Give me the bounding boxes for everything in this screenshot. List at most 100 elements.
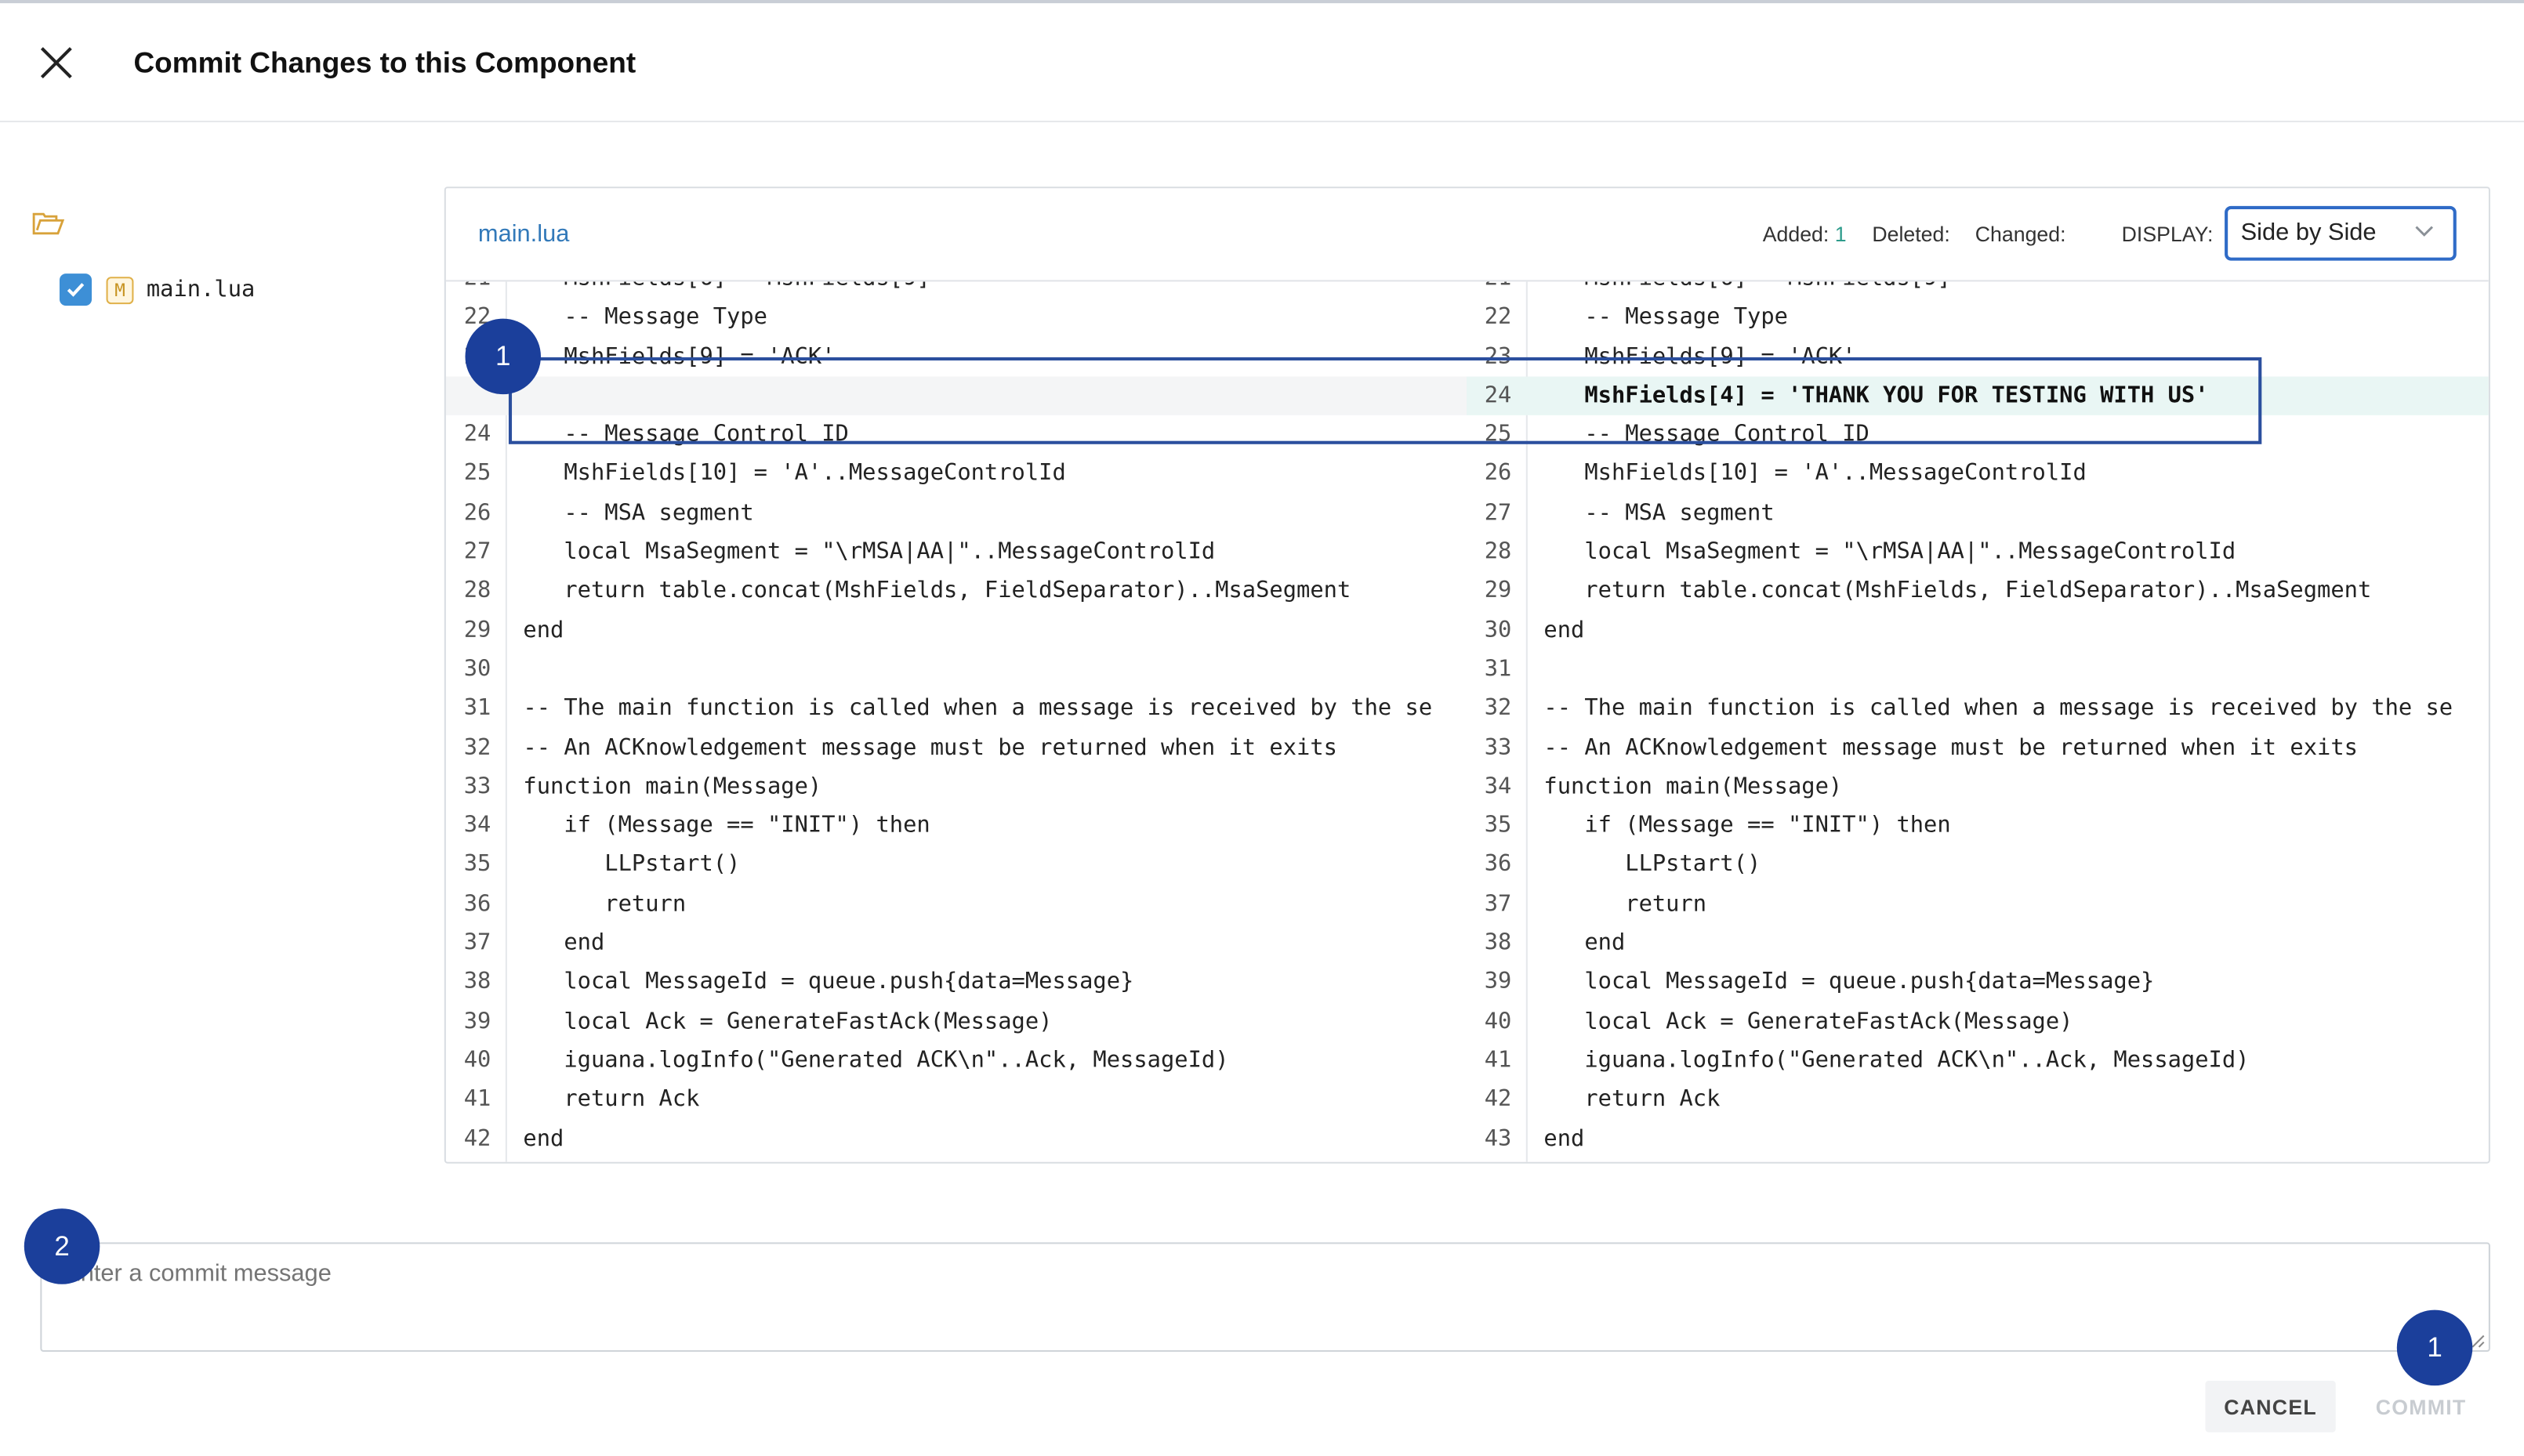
file-checkbox[interactable] [59, 273, 92, 306]
line-number: 26 [463, 500, 491, 527]
code-text: function main(Message) [523, 773, 822, 800]
line-number: 34 [463, 813, 491, 839]
dialog-header: Commit Changes to this Component [0, 3, 2524, 123]
code-line: 42 return Ack [1467, 1080, 2489, 1119]
code-text: local MessageId = queue.push{data=Messag… [523, 969, 1134, 995]
code-line [445, 376, 1468, 416]
code-text: return table.concat(MshFields, FieldSepa… [1543, 578, 2372, 604]
code-line: 24 -- Message Control ID [446, 415, 1468, 455]
line-number: 41 [463, 1086, 491, 1113]
step-marker: 1 [2396, 1309, 2473, 1386]
line-gutter [1467, 281, 1528, 1162]
code-line: 41 return Ack [446, 1080, 1468, 1119]
code-text: -- The main function is called when a me… [1543, 695, 2453, 722]
page-title: Commit Changes to this Component [133, 46, 636, 79]
added-stat: Added: 1 [1763, 222, 1847, 246]
code-text: local Ack = GenerateFastAck(Message) [523, 1008, 1053, 1034]
diff-pane-original: 21 MshFields[6] = MshFields[9]22 -- Mess… [445, 281, 1468, 1162]
deleted-label: Deleted: [1872, 222, 1950, 247]
display-label: DISPLAY: [2121, 222, 2214, 247]
code-line: 25 -- Message Control ID [1467, 415, 2489, 455]
diff-pane-modified: 21 MshFields[6] = MshFields[9]22 -- Mess… [1466, 281, 2489, 1162]
code-text: -- MSA segment [1543, 500, 1775, 527]
commit-button[interactable]: COMMIT [2375, 1394, 2467, 1419]
display-mode-select[interactable]: Side by Side [2225, 205, 2457, 261]
code-text: if (Message == "INIT") then [1543, 813, 1951, 839]
line-number: 27 [463, 539, 491, 565]
code-line: 34 if (Message == "INIT") then [446, 806, 1468, 846]
code-line: 31 [1467, 650, 2489, 690]
line-number: 39 [463, 1008, 491, 1034]
line-number: 24 [463, 422, 491, 448]
code-line: 30 [446, 650, 1468, 690]
resize-handle-icon[interactable] [2469, 1332, 2486, 1349]
code-text: local Ack = GenerateFastAck(Message) [1543, 1008, 2073, 1034]
code-line: 26 MshFields[10] = 'A'..MessageControlId [1467, 455, 2489, 494]
line-number: 37 [463, 930, 491, 956]
code-text: local MsaSegment = "\rMSA|AA|"..MessageC… [1543, 539, 2236, 565]
code-text: local MessageId = queue.push{data=Messag… [1543, 969, 2155, 995]
code-text: end [523, 617, 564, 643]
line-number: 38 [1484, 930, 1512, 956]
step-marker: 1 [465, 318, 542, 395]
line-number: 22 [1484, 304, 1512, 331]
code-line: 28 return table.concat(MshFields, FieldS… [446, 572, 1468, 611]
top-border [0, 0, 2524, 4]
line-number: 38 [463, 969, 491, 995]
display-mode-value: Side by Side [2240, 219, 2377, 247]
code-text: -- The main function is called when a me… [523, 695, 1433, 722]
code-text: return [1543, 891, 1707, 918]
file-name: main.lua [146, 277, 256, 303]
line-number: 29 [463, 617, 491, 643]
file-tree-item[interactable]: M main.lua [59, 272, 256, 307]
folder-open-icon[interactable] [32, 211, 65, 237]
close-button[interactable] [32, 38, 81, 87]
code-text: local MsaSegment = "\rMSA|AA|"..MessageC… [523, 539, 1216, 565]
line-number: 35 [463, 852, 491, 878]
code-text: -- Message Type [1543, 304, 1788, 331]
chevron-down-icon [2415, 226, 2434, 237]
code-text: LLPstart() [1543, 852, 1761, 878]
cancel-button[interactable]: CANCEL [2205, 1380, 2336, 1432]
code-line: 33 function main(Message) [446, 767, 1468, 806]
line-number: 41 [1484, 1047, 1512, 1074]
code-line: 35 LLPstart() [446, 846, 1468, 885]
code-text: iguana.logInfo("Generated ACK\n"..Ack, M… [1543, 1047, 2250, 1074]
line-number: 42 [1484, 1086, 1512, 1113]
commit-message-input[interactable] [40, 1242, 2490, 1353]
modified-badge: M [106, 276, 134, 304]
code-text: LLPstart() [523, 852, 741, 878]
code-line: 31-- The main function is called when a … [446, 689, 1468, 728]
code-line: 37 return [1467, 885, 2489, 924]
check-icon [67, 283, 85, 297]
code-text: -- MSA segment [523, 500, 754, 527]
code-text: -- An ACKnowledgement message must be re… [1543, 734, 2358, 761]
code-text: return Ack [523, 1086, 700, 1113]
code-line: 39 local MessageId = queue.push{data=Mes… [1467, 963, 2489, 1002]
code-text: MshFields[10] = 'A'..MessageControlId [1543, 461, 2087, 487]
code-line: 27 -- MSA segment [1467, 494, 2489, 533]
code-line: 21 MshFields[6] = MshFields[9] [446, 281, 1468, 298]
added-count: 1 [1834, 222, 1847, 247]
code-text: end [1543, 1125, 1585, 1152]
code-text: end [1543, 617, 1585, 643]
code-text: return table.concat(MshFields, FieldSepa… [523, 578, 1351, 604]
code-line: 37 end [446, 924, 1468, 963]
diff-header: main.lua Added: 1 Deleted: Changed: DISP… [445, 188, 2489, 282]
step-marker: 2 [24, 1208, 100, 1284]
code-line: 23 MshFields[9] = 'ACK' [1467, 337, 2489, 376]
line-number: 33 [463, 773, 491, 800]
code-text: end [523, 1125, 564, 1152]
code-line: 24 MshFields[4] = 'THANK YOU FOR TESTING… [1466, 376, 2489, 416]
code-line: 41 iguana.logInfo("Generated ACK\n"..Ack… [1467, 1041, 2489, 1081]
code-line: 29 end [446, 611, 1468, 650]
line-number: 43 [1484, 1125, 1512, 1152]
line-number: 25 [1484, 422, 1512, 448]
code-text: -- An ACKnowledgement message must be re… [523, 734, 1337, 761]
code-line: 33-- An ACKnowledgement message must be … [1467, 728, 2489, 767]
diff-panel: main.lua Added: 1 Deleted: Changed: DISP… [444, 187, 2490, 1164]
code-line: 26 -- MSA segment [446, 494, 1468, 533]
diff-code: 21 MshFields[6] = MshFields[9]22 -- Mess… [445, 281, 2489, 1162]
code-line: 22 -- Message Type [446, 299, 1468, 338]
